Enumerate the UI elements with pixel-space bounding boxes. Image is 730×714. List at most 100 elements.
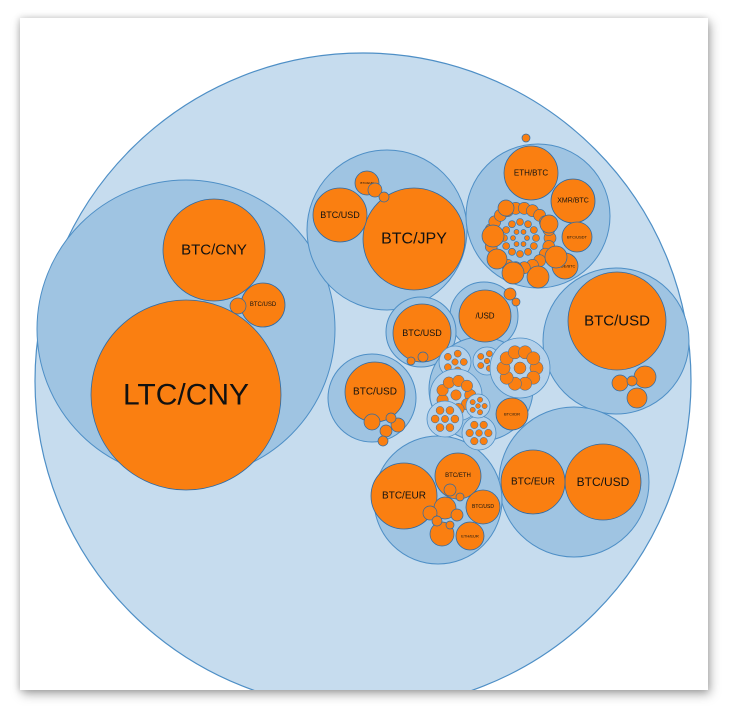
leaf-label-g-bottom-eur-1: BTC/EUR (511, 477, 555, 488)
leaf-label-g-left-2: BTC/USD (250, 302, 277, 308)
small-leaf-bubble (444, 353, 452, 361)
small-leaf-bubble (451, 358, 459, 366)
small-leaf-bubble (465, 429, 474, 437)
small-leaf-bubble (406, 356, 416, 366)
leaf-label-g-bottom-eth-3: ETH/EUR (461, 534, 479, 539)
small-leaf-bubble (470, 437, 479, 446)
small-leaf-bubble (469, 406, 476, 413)
small-leaf-bubble (497, 199, 515, 217)
small-leaf-bubble (379, 424, 393, 438)
leaf-label-g-eth-3: DOGE/BTC (555, 264, 576, 269)
small-leaf-bubble (455, 492, 465, 502)
leaf-bubble-g-jpy-1 (312, 187, 368, 243)
leaf-label-g-bottom-eur-0: BTC/USD (577, 475, 630, 489)
leaf-label-g-left-0: LTC/CNY (123, 379, 249, 412)
small-leaf-bubble (431, 515, 443, 527)
small-leaf-bubble (460, 379, 473, 392)
leaf-bubble-g-bottom-eth-0 (370, 462, 438, 530)
leaf-label-g-mid-usd-0: /USD (475, 312, 494, 321)
small-leaf-bubble (475, 429, 483, 437)
small-leaf-bubble (477, 396, 483, 403)
leaf-bubble-g-mid-usd-0 (458, 289, 512, 343)
small-leaf-bubble (510, 235, 516, 241)
leaf-bubble-g-jpy-0 (362, 187, 466, 291)
small-leaf-bubble (530, 242, 538, 250)
small-leaf-bubble (486, 248, 508, 270)
small-leaf-bubble (626, 375, 638, 387)
leaf-label-g-left-mid-0: BTC/USD (353, 387, 397, 398)
small-leaf-bubble (503, 287, 517, 301)
small-leaf-bubble (475, 403, 481, 409)
leaf-label-g-right-usd-0: BTC/USD (584, 313, 650, 330)
small-leaf-bubble (516, 218, 524, 226)
small-leaf-bubble (524, 220, 532, 228)
small-leaf-bubble (479, 420, 488, 429)
small-leaf-bubble (530, 226, 538, 234)
small-leaf-bubble (477, 353, 485, 360)
leaf-label-g-bottom-eth-0: BTC/EUR (382, 491, 426, 502)
small-leaf-bubble (508, 248, 516, 256)
leaf-label-g-eth-2: BTC/USDT (567, 235, 588, 240)
small-leaf-bubble (502, 242, 510, 250)
leaf-bubble-g-eth-0 (503, 145, 559, 201)
small-leaf-bubble (516, 250, 524, 258)
leaf-bubble-g-right-usd-0 (567, 271, 667, 371)
small-leaf-bubble (508, 220, 516, 228)
small-leaf-bubble (450, 508, 464, 522)
leaf-label-g-bottom-eth-2: BTC/USD (472, 504, 494, 510)
small-leaf-bubble (367, 182, 383, 198)
small-leaf-bubble (501, 261, 525, 285)
small-leaf-bubble (481, 224, 505, 248)
leaf-bubble-g-eth-2 (561, 221, 593, 253)
leaf-label-g-bottom-eth-1: BTC/ETH (445, 473, 471, 479)
bubble-diagram: LTC/CNYBTC/CNYBTC/USDBTC/JPYBTC/USDBTC/E… (34, 52, 692, 690)
small-leaf-bubble (377, 435, 389, 447)
small-leaf-bubble (479, 437, 488, 446)
small-leaf-bubble (486, 350, 493, 358)
leaf-label-g-jpy-0: BTC/JPY (381, 231, 447, 248)
small-leaf-bubble (513, 241, 520, 247)
small-leaf-bubble (450, 414, 460, 424)
small-leaf-bubble (460, 358, 468, 366)
small-leaf-bubble (453, 349, 462, 358)
small-leaf-bubble (611, 374, 629, 392)
small-leaf-bubble (469, 399, 476, 406)
small-leaf-bubble (532, 234, 540, 242)
small-leaf-bubble (524, 248, 532, 256)
small-leaf-bubble (445, 520, 455, 530)
leaf-bubble-g-bottom-eth-3 (455, 521, 485, 551)
small-leaf-bubble (378, 191, 390, 203)
small-leaf-bubble (513, 229, 520, 235)
small-leaf-bubble (484, 429, 493, 437)
small-leaf-bubble (477, 362, 485, 369)
small-leaf-bubble (521, 133, 531, 143)
small-leaf-bubble (450, 389, 462, 401)
small-leaf-bubble (477, 409, 483, 416)
leaf-label-g-jpy-2: BTC/EUR (360, 181, 374, 185)
small-leaf-bubble (385, 412, 397, 424)
small-leaf-bubble (229, 297, 247, 315)
small-leaf-bubble (441, 415, 449, 423)
small-leaf-bubble (481, 403, 488, 409)
small-leaf-bubble (435, 423, 445, 432)
small-leaf-bubble (626, 387, 648, 409)
small-leaf-bubble (470, 420, 479, 429)
leaf-label-g-eth-1: XMR/BTC (557, 198, 589, 205)
small-leaf-bubble (524, 235, 530, 241)
leaf-bubble-g-bottom-eth-2 (465, 489, 501, 525)
leaf-label-g-mid-btcusd-0: BTC/USD (402, 328, 442, 338)
small-leaf-bubble (483, 357, 491, 365)
small-leaf-bubble (513, 361, 527, 375)
small-leaf-bubble (417, 351, 429, 363)
small-leaf-bubble (363, 413, 381, 431)
small-leaf-bubble (520, 241, 527, 247)
small-leaf-bubble (445, 406, 455, 415)
small-leaf-bubble (445, 423, 455, 432)
leaf-label-g-center-0: BTC/IDR (504, 412, 520, 417)
small-leaf-bubble (430, 414, 440, 424)
small-leaf-bubble (526, 265, 550, 289)
small-leaf-bubble (443, 483, 457, 497)
small-leaf-bubble (544, 245, 568, 269)
leaf-label-g-eth-0: ETH/BTC (514, 169, 548, 178)
small-leaf-bubble (526, 351, 541, 366)
